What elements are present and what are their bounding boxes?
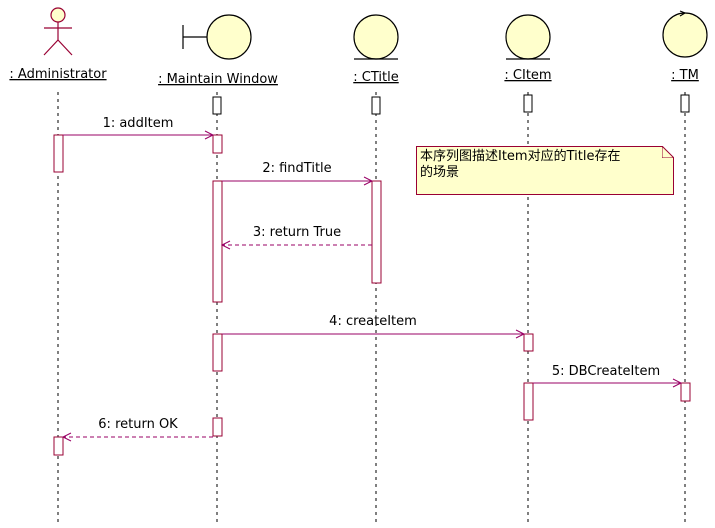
activation-maintain-window: [212, 180, 223, 303]
participant-label-tm: : TM: [671, 68, 699, 83]
note-line: 的场景: [420, 165, 460, 180]
note-line: 本序列图描述Item对应的Title存在: [420, 149, 621, 164]
activation-citem: [523, 382, 534, 421]
lifeline-head-citem: [523, 94, 533, 113]
control-tm-icon: [662, 10, 708, 58]
activation-ctitle: [371, 180, 382, 284]
note-text: 本序列图描述Item对应的Title存在 的场景: [420, 149, 670, 181]
participant-label-administrator: : Administrator: [9, 67, 107, 82]
message-5-label: 5: DBCreateItem: [552, 364, 660, 379]
activation-administrator: [53, 436, 64, 456]
activation-citem: [523, 333, 534, 352]
participant-label-ctitle: : CTitle: [353, 70, 398, 85]
message-1-label: 1: addItem: [103, 116, 174, 131]
activation-maintain-window: [212, 333, 223, 372]
participant-label-maintain-window: : Maintain Window: [158, 72, 278, 87]
entity-ctitle-icon: [353, 14, 399, 60]
message-2-label: 2: findTitle: [262, 161, 331, 176]
message-4-label: 4: createItem: [329, 314, 417, 329]
note: [416, 146, 674, 195]
entity-citem-icon: [505, 14, 551, 60]
actor-administrator-icon: [43, 7, 73, 56]
message-6-label: 6: return OK: [98, 417, 178, 432]
message-3-label: 3: return True: [253, 225, 341, 240]
lifeline-head-ctitle: [371, 96, 381, 115]
activation-maintain-window: [212, 417, 223, 437]
activation-maintain-window: [212, 134, 223, 154]
lifeline-head-maintain-window: [212, 96, 222, 115]
participant-label-citem: : CItem: [504, 68, 551, 83]
activation-tm: [680, 382, 691, 402]
activation-administrator: [53, 134, 64, 173]
note-fold-icon: [662, 146, 674, 158]
lifeline-head-tm: [680, 94, 690, 113]
boundary-icon: [182, 14, 252, 60]
